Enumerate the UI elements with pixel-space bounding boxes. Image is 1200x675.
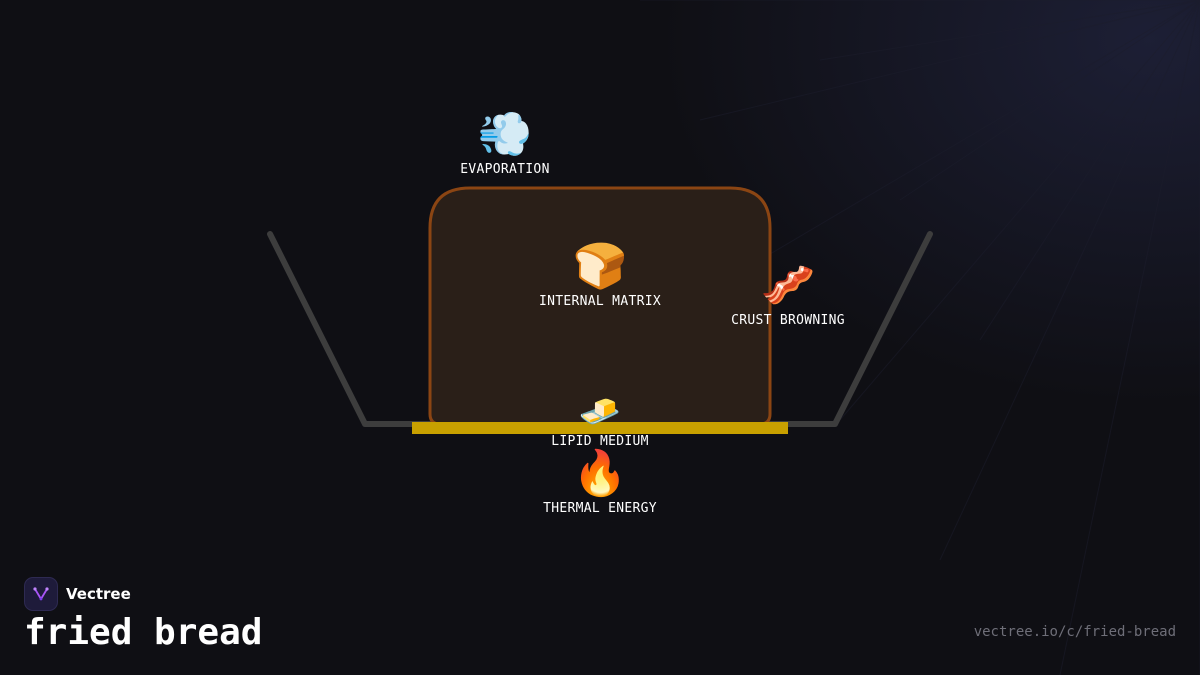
node-label: CRUST BROWNING bbox=[731, 313, 845, 328]
lipid-layer bbox=[412, 422, 788, 434]
brand: Vectree bbox=[24, 577, 131, 611]
node-crust-browning: 🥓 CRUST BROWNING bbox=[731, 260, 845, 329]
node-label: INTERNAL MATRIX bbox=[539, 294, 661, 309]
dash-wind-icon: 💨 bbox=[477, 109, 533, 160]
bread-icon: 🍞 bbox=[572, 241, 628, 292]
node-lipid-medium: 🧈 LIPID MEDIUM bbox=[551, 392, 649, 449]
node-label: THERMAL ENERGY bbox=[543, 501, 657, 516]
node-thermal-energy: 🔥 THERMAL ENERGY bbox=[543, 448, 657, 517]
fire-icon: 🔥 bbox=[572, 448, 628, 499]
node-label: EVAPORATION bbox=[460, 162, 550, 177]
page-title: fried bread bbox=[24, 612, 263, 653]
bacon-icon: 🥓 bbox=[760, 260, 816, 311]
vectree-logo-icon bbox=[24, 577, 58, 611]
node-label: LIPID MEDIUM bbox=[551, 434, 649, 449]
source-url[interactable]: vectree.io/c/fried-bread bbox=[973, 624, 1176, 640]
butter-icon: 🧈 bbox=[578, 392, 622, 432]
node-evaporation: 💨 EVAPORATION bbox=[460, 109, 550, 178]
node-internal-matrix: 🍞 INTERNAL MATRIX bbox=[539, 241, 661, 310]
brand-name: Vectree bbox=[66, 585, 131, 603]
